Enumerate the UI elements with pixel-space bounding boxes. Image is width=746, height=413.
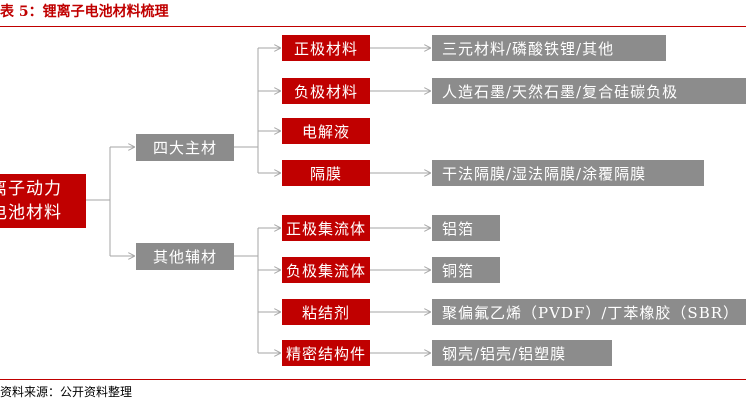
detail-anode-material: 人造石墨/天然石墨/复合硅碳负极	[432, 78, 746, 104]
caption-rule	[0, 26, 746, 27]
item-precision-structural-parts: 精密结构件	[282, 340, 370, 366]
detail-cathode-material: 三元材料/磷酸铁锂/其他	[432, 35, 666, 61]
root-line-2: 电池材料	[0, 203, 62, 223]
item-cathode-material: 正极材料	[282, 35, 370, 61]
root-line-1: 离子动力	[0, 179, 62, 199]
detail-precision-structural-parts: 钢壳/铝壳/铝塑膜	[432, 340, 612, 366]
detail-anode-current-collector: 铜箔	[432, 257, 500, 283]
item-electrolyte: 电解液	[282, 118, 370, 144]
item-separator: 隔膜	[282, 160, 370, 186]
detail-separator: 干法隔膜/湿法隔膜/涂覆隔膜	[432, 160, 704, 186]
detail-binder: 聚偏氟乙烯（PVDF）/丁苯橡胶（SBR）	[432, 299, 746, 325]
item-binder: 粘结剂	[282, 299, 370, 325]
root-node: 离子动力 电池材料	[0, 174, 86, 228]
branch-main-materials: 四大主材	[136, 134, 234, 161]
item-anode-current-collector: 负极集流体	[282, 257, 370, 283]
branch-auxiliary-materials: 其他辅材	[136, 243, 234, 270]
item-anode-material: 负极材料	[282, 78, 370, 104]
detail-cathode-current-collector: 铝箔	[432, 215, 500, 241]
item-cathode-current-collector: 正极集流体	[282, 215, 370, 241]
footer-rule	[0, 379, 746, 380]
table-caption: 表 5：锂离子电池材料梳理	[0, 4, 169, 20]
source-note: 资料来源：公开资料整理	[0, 385, 133, 399]
